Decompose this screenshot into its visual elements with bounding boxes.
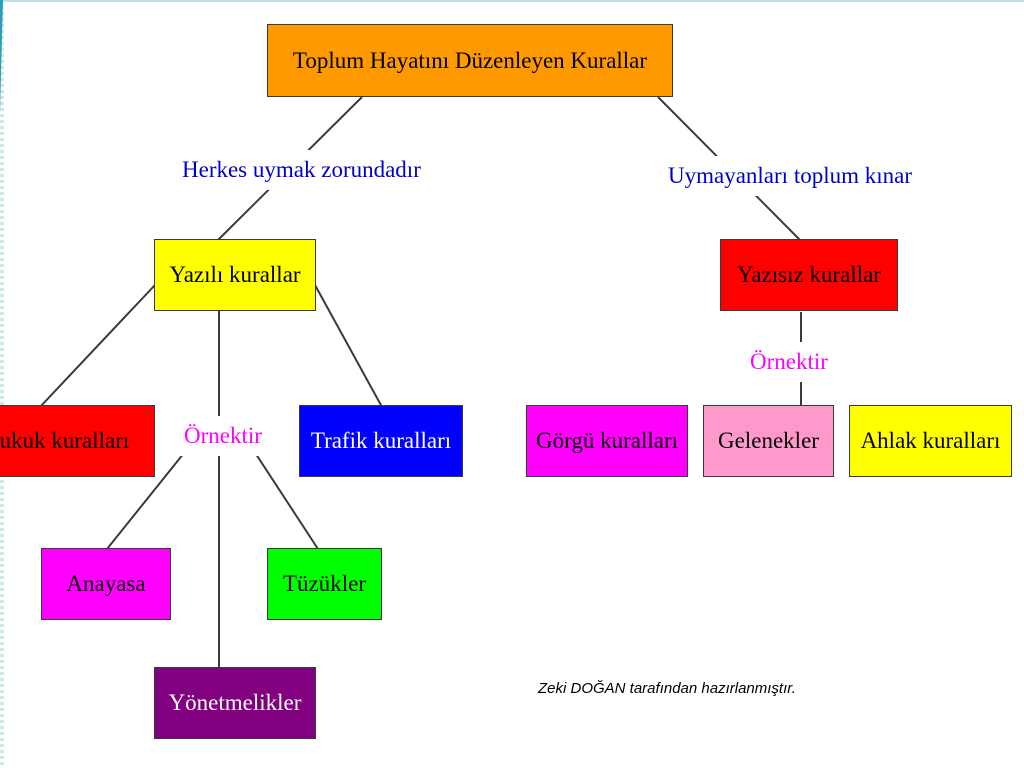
regulations-label: Yönetmelikler [168,690,302,715]
unwritten-example-label: Örnektir [744,342,834,382]
statutes-label: Tüzükler [282,571,366,596]
unwritten-rules-label: Yazısız kurallar [737,262,881,287]
regulations-box: Yönetmelikler [154,667,316,739]
connector-written-traffic [314,284,383,408]
written-rules-label: Yazılı kurallar [169,262,301,287]
connector-example-constitution [106,447,189,550]
morality-rules-label: Ahlak kuralları [860,428,1001,453]
slide-top-border [0,0,1024,2]
traffic-rules-box: Trafik kuralları [299,405,463,477]
traffic-rules-label: Trafik kuralları [310,428,452,453]
statutes-box: Tüzükler [267,548,382,620]
etiquette-rules-label: Görgü kuralları [535,428,678,453]
root-label: Toplum Hayatını Düzenleyen Kurallar [292,47,648,73]
author-credit: Zeki DOĞAN tarafından hazırlanmıştır. [538,680,796,697]
law-rules-label: Hukuk kuralları [0,428,130,453]
unwritten-rules-box: Yazısız kurallar [720,239,898,311]
morality-rules-box: Ahlak kuralları [849,405,1012,477]
right-branch-condition: Uymayanları toplum kınar [662,156,918,196]
connector-example-statutes [251,447,319,550]
etiquette-rules-box: Görgü kuralları [526,405,688,477]
slide-corner-decoration [0,0,3,112]
constitution-label: Anayasa [66,571,146,596]
traditions-label: Gelenekler [718,428,819,453]
written-example-label: Örnektir [178,416,268,456]
written-rules-box: Yazılı kurallar [154,239,316,311]
traditions-box: Gelenekler [703,405,834,477]
root-box: Toplum Hayatını Düzenleyen Kurallar [267,24,673,97]
left-branch-condition: Herkes uymak zorundadır [176,150,427,190]
slide-left-border [0,0,4,768]
connector-written-law [39,284,156,408]
constitution-box: Anayasa [41,548,171,620]
law-rules-box: Hukuk kuralları [0,405,155,477]
